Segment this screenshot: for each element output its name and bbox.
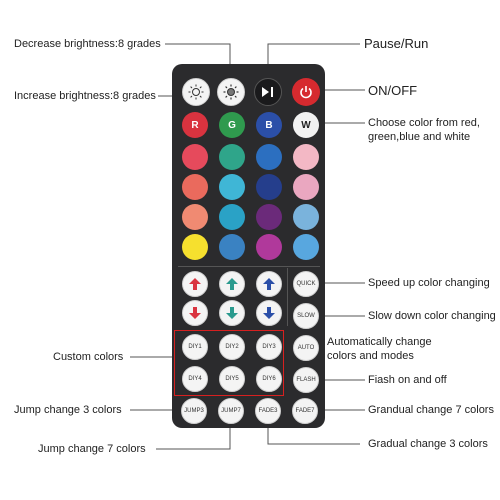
slow-down-label: Slow down color changing <box>368 310 496 322</box>
auto-label: AUTO <box>297 345 315 351</box>
diy6-label: DIY6 <box>262 376 276 382</box>
decrease-brightness-button[interactable] <box>182 78 210 106</box>
white-label: W <box>301 119 311 131</box>
pause-run-label: Pause/Run <box>364 36 429 51</box>
choose-color-label-1: Choose color from red, <box>368 117 480 129</box>
flash-label: FLASH <box>296 377 316 383</box>
arrow-down-icon <box>263 307 275 319</box>
arrow-down-button-2[interactable] <box>219 300 245 326</box>
fade3-button[interactable]: FADE3 <box>255 398 281 424</box>
custom-colors-label: Custom colors <box>53 351 124 363</box>
fade3-label: FADE3 <box>258 408 278 414</box>
increase-brightness-button[interactable] <box>217 78 245 106</box>
color-button-row3-2[interactable] <box>219 174 245 200</box>
arrow-up-icon <box>263 278 275 290</box>
diy5-button[interactable]: DIY5 <box>219 366 245 392</box>
decrease-brightness-label: Decrease brightness:8 grades <box>14 38 161 50</box>
diy2-label: DIY2 <box>225 344 239 350</box>
arrow-down-icon <box>226 307 238 319</box>
diy3-label: DIY3 <box>262 344 276 350</box>
color-button-row3-4[interactable] <box>293 174 319 200</box>
diy4-button[interactable]: DIY4 <box>182 366 208 392</box>
fade3-label-text: Gradual change 3 colors <box>368 438 488 450</box>
arrow-down-icon <box>189 307 201 319</box>
choose-color-label-2: green,blue and white <box>368 131 471 143</box>
color-button-row5-2[interactable] <box>219 234 245 260</box>
color-button-row5-1[interactable] <box>182 234 208 260</box>
green-button[interactable]: G <box>219 112 245 138</box>
quick-button[interactable]: QUICK <box>293 271 319 297</box>
color-button-row3-3[interactable] <box>256 174 282 200</box>
color-button-row2-1[interactable] <box>182 144 208 170</box>
divider <box>178 266 320 267</box>
fade7-label-text: Grandual change 7 colors <box>368 404 494 416</box>
red-button[interactable]: R <box>182 112 208 138</box>
auto-button[interactable]: AUTO <box>293 335 319 361</box>
green-label: G <box>228 119 236 131</box>
color-button-row4-4[interactable] <box>293 204 319 230</box>
jump7-button[interactable]: JUMP7 <box>218 398 244 424</box>
jump7-label: JUMP7 <box>221 408 241 414</box>
divider <box>287 268 288 326</box>
white-button[interactable]: W <box>293 112 319 138</box>
auto-change-label-1: Automatically change <box>327 336 432 348</box>
jump3-label: JUMP3 <box>184 408 204 414</box>
red-label: R <box>191 119 199 131</box>
color-button-row5-4[interactable] <box>293 234 319 260</box>
diy2-button[interactable]: DIY2 <box>219 334 245 360</box>
jump7-leader <box>156 420 231 450</box>
pause-run-button[interactable] <box>254 78 282 106</box>
diy6-button[interactable]: DIY6 <box>256 366 282 392</box>
color-button-row4-3[interactable] <box>256 204 282 230</box>
diy3-button[interactable]: DIY3 <box>256 334 282 360</box>
increase-brightness-label: Increase brightness:8 grades <box>14 90 156 102</box>
fade7-button[interactable]: FADE7 <box>292 398 318 424</box>
arrow-up-button-1[interactable] <box>182 271 208 297</box>
slow-label: SLOW <box>297 313 315 319</box>
flash-label-text: Fiash on and off <box>368 374 447 386</box>
color-button-row5-3[interactable] <box>256 234 282 260</box>
flash-button[interactable]: FLASH <box>293 367 319 393</box>
speed-up-label: Speed up color changing <box>368 277 490 289</box>
bright-sun-icon <box>223 84 239 100</box>
arrow-down-button-1[interactable] <box>182 300 208 326</box>
power-button[interactable] <box>292 78 320 106</box>
blue-button[interactable]: B <box>256 112 282 138</box>
color-button-row2-3[interactable] <box>256 144 282 170</box>
fade3-leader <box>267 420 360 445</box>
slow-button[interactable]: SLOW <box>293 303 319 329</box>
auto-change-label-2: colors and modes <box>327 350 414 362</box>
color-button-row4-1[interactable] <box>182 204 208 230</box>
color-button-row4-2[interactable] <box>219 204 245 230</box>
arrow-up-button-2[interactable] <box>219 271 245 297</box>
arrow-up-icon <box>226 278 238 290</box>
fade7-label: FADE7 <box>295 408 315 414</box>
dim-sun-icon <box>188 84 204 100</box>
color-button-row3-1[interactable] <box>182 174 208 200</box>
diy5-label: DIY5 <box>225 376 239 382</box>
color-button-row2-2[interactable] <box>219 144 245 170</box>
jump3-label-text: Jump change 3 colors <box>14 404 122 416</box>
jump3-button[interactable]: JUMP3 <box>181 398 207 424</box>
quick-label: QUICK <box>296 281 316 287</box>
blue-label: B <box>265 119 273 131</box>
diy4-label: DIY4 <box>188 376 202 382</box>
color-button-row2-4[interactable] <box>293 144 319 170</box>
diy1-button[interactable]: DIY1 <box>182 334 208 360</box>
jump7-label-text: Jump change 7 colors <box>38 443 146 455</box>
power-icon <box>300 86 312 99</box>
on-off-label: ON/OFF <box>368 83 418 98</box>
custom-colors-highlight <box>174 330 284 396</box>
play-pause-icon <box>262 87 273 97</box>
arrow-down-button-3[interactable] <box>256 300 282 326</box>
arrow-up-button-3[interactable] <box>256 271 282 297</box>
diy1-label: DIY1 <box>188 344 202 350</box>
arrow-up-icon <box>189 278 201 290</box>
